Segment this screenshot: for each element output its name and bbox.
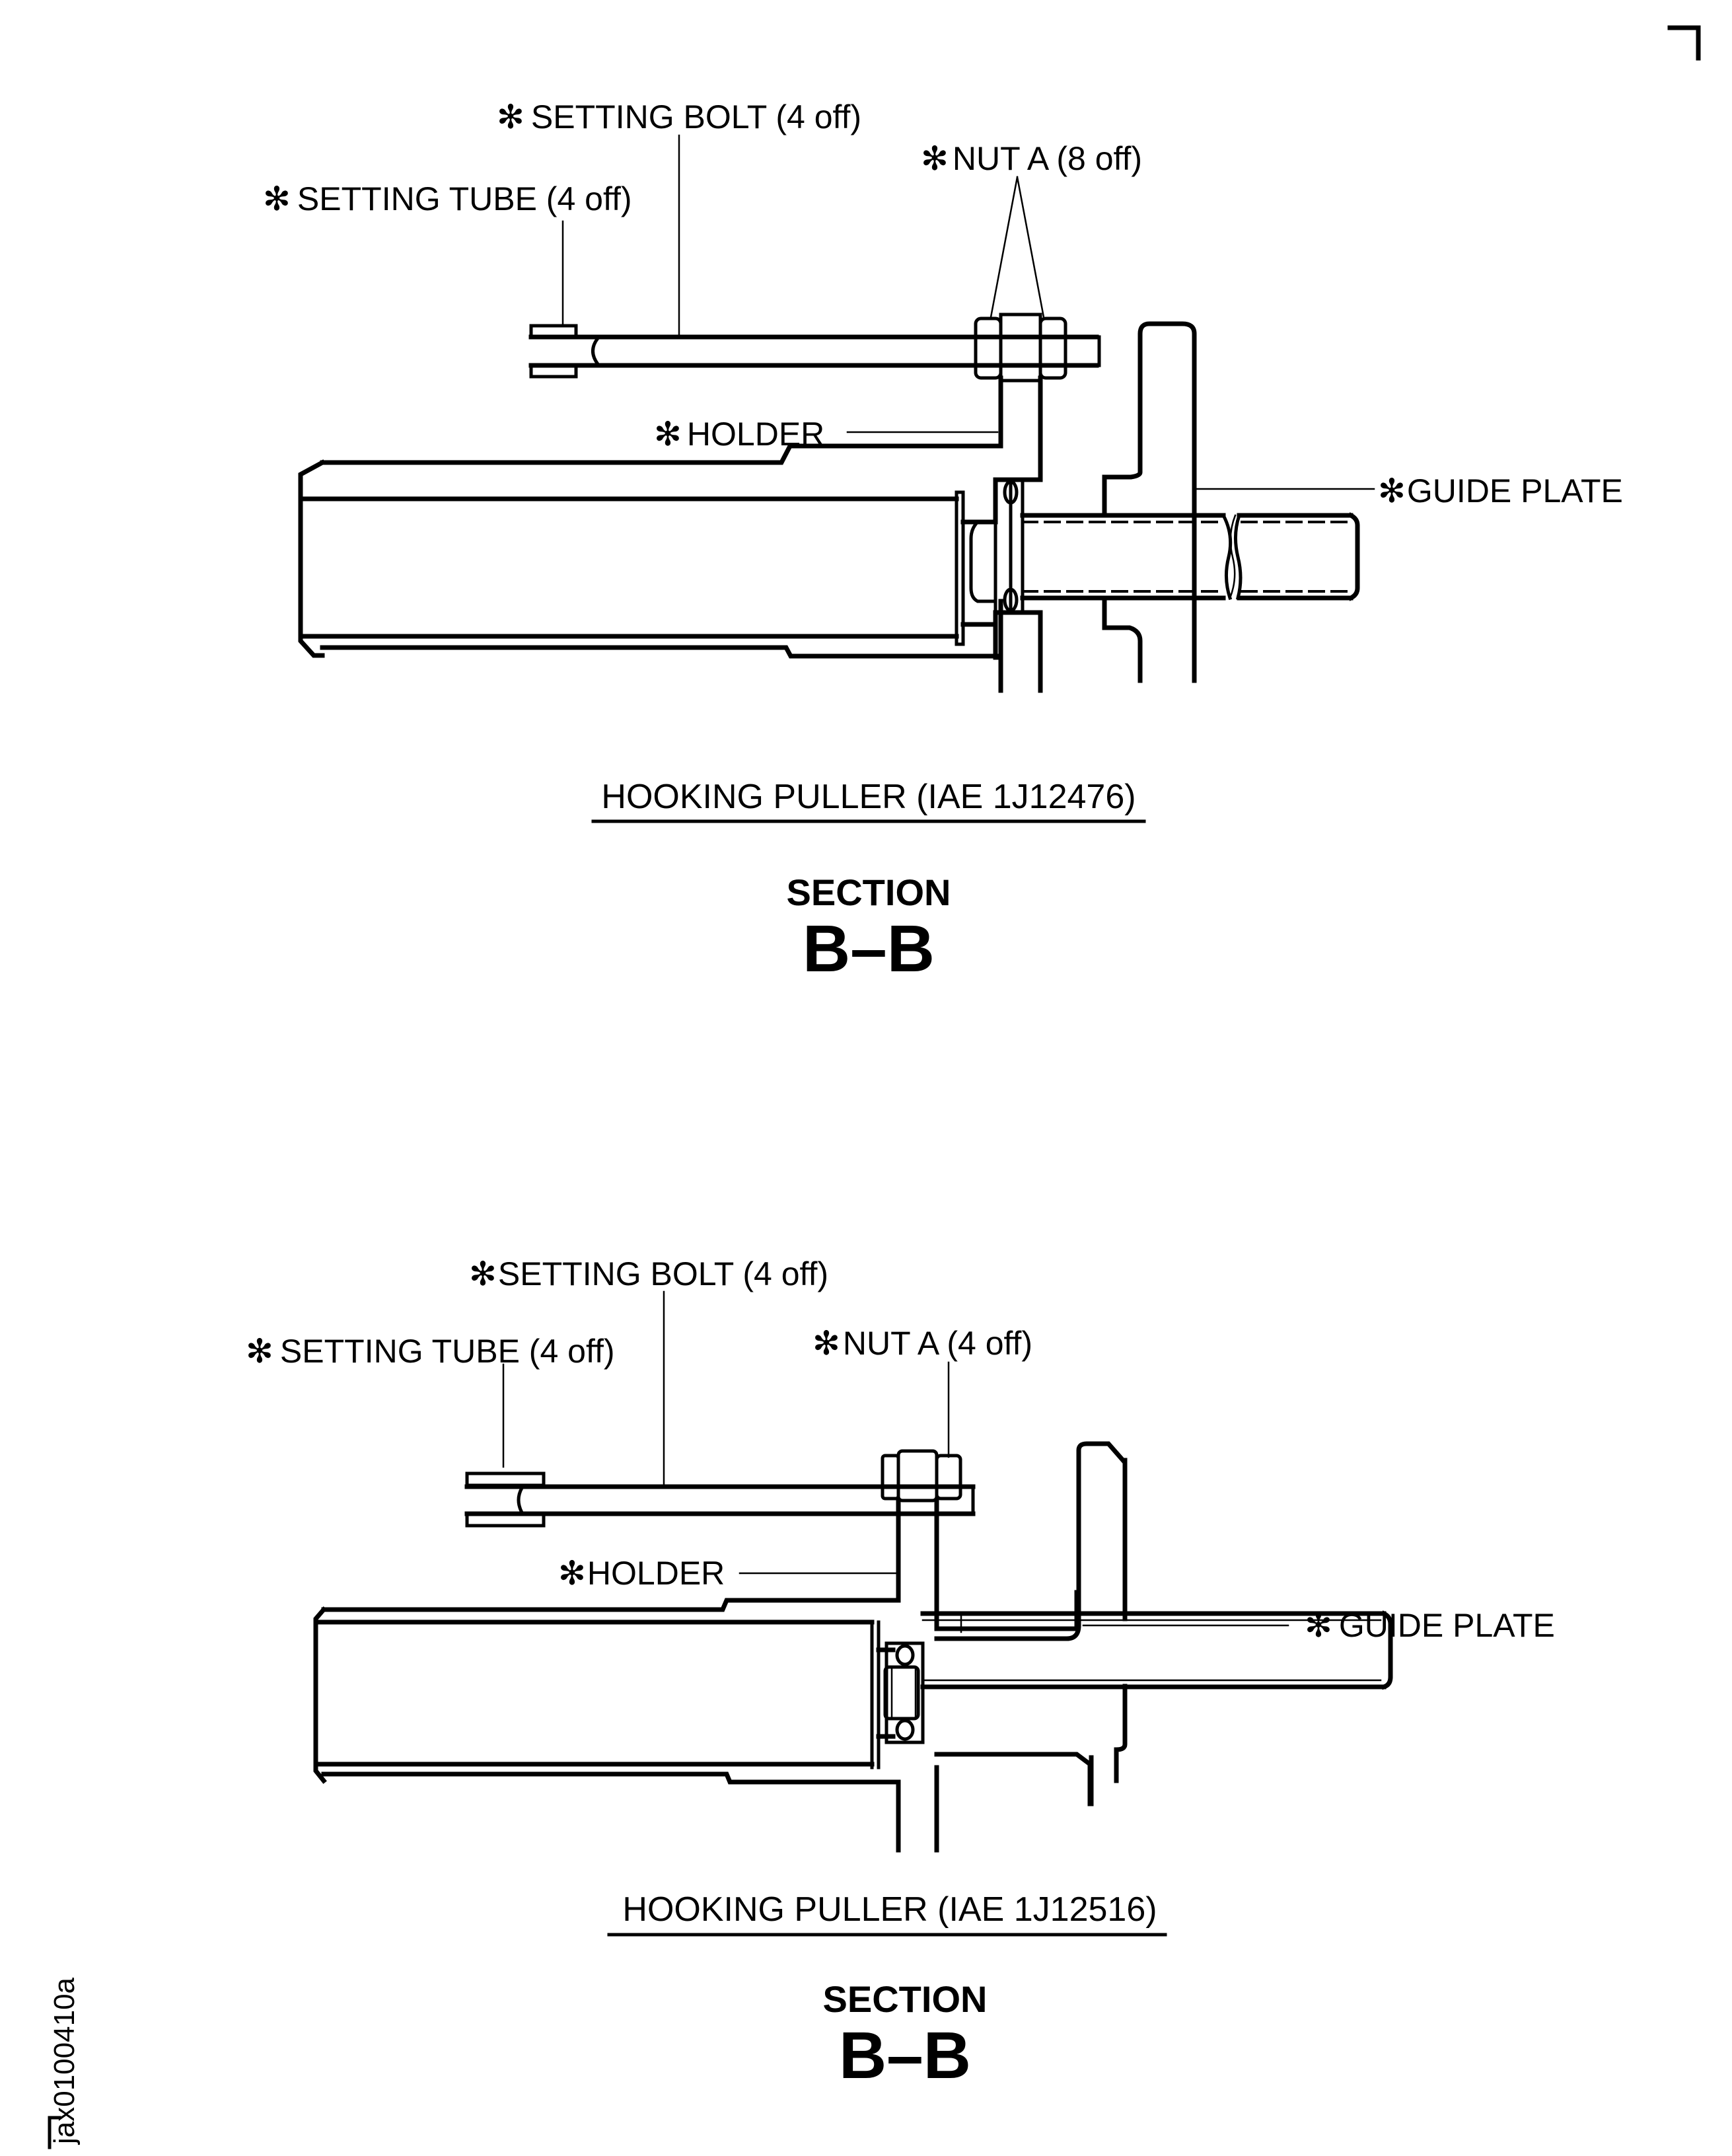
figure-caption: HOOKING PULLER (IAE 1J12476) <box>601 778 1136 816</box>
setting-bolt <box>464 1484 976 1516</box>
nut-a-leaders <box>990 176 1045 318</box>
reference-mark <box>48 2116 61 2149</box>
bearing <box>883 1641 925 1744</box>
section-id: B–B <box>839 2019 971 2093</box>
section-word: SECTION <box>787 872 951 913</box>
guide-plate <box>1102 321 1197 683</box>
setting-bolt-label: ✻SETTING BOLT (4 off) <box>497 98 861 135</box>
guide-plate <box>1089 1458 1128 1806</box>
bearing <box>969 478 1025 614</box>
puller-body <box>313 1606 896 1784</box>
setting-tube-label: ✻SETTING TUBE (4 off) <box>246 1333 615 1370</box>
nut-a-label: ✻NUT A (4 off) <box>812 1325 1032 1362</box>
reference-code: jax0100410a <box>48 1977 81 2149</box>
holder <box>321 1441 1126 1853</box>
nut-a-pair <box>974 313 1067 383</box>
figure-2: ✻SETTING BOLT (4 off) ✻SETTING TUBE (4 o… <box>246 1255 1555 2093</box>
setting-bolt-label: ✻SETTING BOLT (4 off) <box>469 1255 828 1292</box>
puller-body <box>298 459 998 658</box>
setting-bolt <box>528 334 1101 368</box>
figure-1: ✻SETTING BOLT (4 off) ✻SETTING TUBE (4 o… <box>263 98 1623 986</box>
corner-mark <box>1667 25 1701 61</box>
setting-tube <box>529 324 578 379</box>
shaft <box>920 1610 1393 1690</box>
figure-caption: HOOKING PULLER (IAE 1J12516) <box>622 1890 1157 1929</box>
setting-tube <box>465 1471 546 1528</box>
nut-a-pair <box>881 1449 962 1503</box>
setting-tube-label: ✻SETTING TUBE (4 off) <box>263 180 632 217</box>
shaft <box>1020 512 1360 601</box>
section-id: B–B <box>803 912 935 986</box>
section-word: SECTION <box>823 1978 988 2020</box>
nut-a-label: ✻NUT A (8 off) <box>921 140 1142 177</box>
guide-plate-label: ✻GUIDE PLATE <box>1378 472 1623 509</box>
holder-label: ✻HOLDER <box>558 1555 725 1592</box>
reference-code-text: jax0100410a <box>48 1977 81 2145</box>
